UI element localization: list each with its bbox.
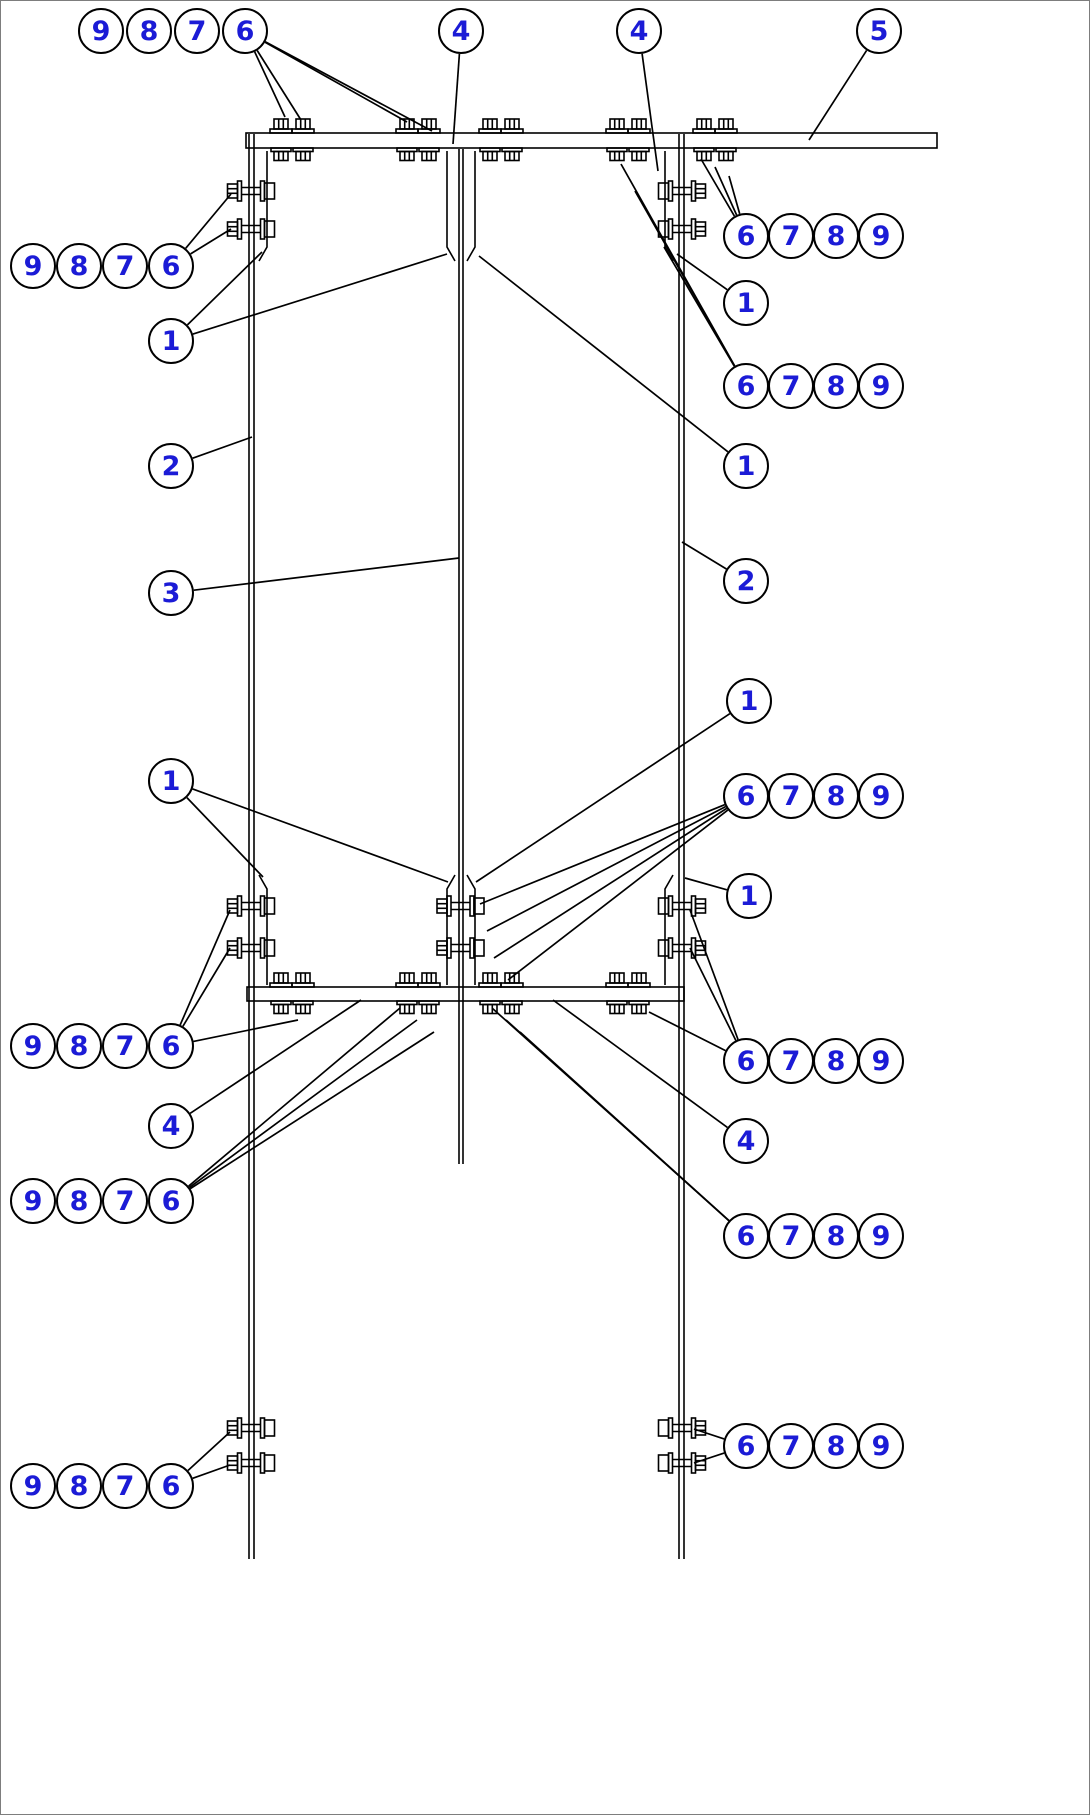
leader-line: [493, 807, 728, 959]
leader-line: [193, 557, 460, 592]
leader-line: [179, 909, 231, 1026]
frame-structure: [226, 118, 938, 1559]
leader-line: [186, 251, 263, 326]
leader-line: [689, 909, 739, 1040]
leader-line: [189, 999, 362, 1115]
leader-line: [186, 797, 264, 878]
gusset-plates: [258, 151, 674, 985]
leader-line: [189, 1031, 435, 1190]
leader-line: [256, 50, 302, 121]
leader-line: [192, 788, 449, 883]
leader-line: [452, 53, 461, 145]
leader-line: [192, 1464, 231, 1480]
leader-line: [182, 947, 231, 1027]
center-member: [458, 149, 464, 1164]
leader-line: [681, 541, 727, 570]
leader-line: [478, 255, 729, 453]
left-rail: [248, 134, 255, 1559]
leader-line: [187, 1431, 231, 1472]
leader-line: [486, 805, 726, 932]
leader-line: [808, 49, 868, 141]
leader-line: [641, 53, 659, 172]
bolt-hardware: [226, 118, 738, 1474]
leader-line: [507, 809, 729, 981]
leader-line: [475, 712, 731, 883]
leader-line: [192, 436, 253, 460]
right-rail: [678, 134, 685, 1559]
leader-line: [519, 1031, 730, 1222]
leader-line: [188, 1007, 401, 1187]
leader-line: [693, 1428, 725, 1440]
leader-lines: [179, 41, 868, 1480]
leader-line: [689, 947, 737, 1041]
leader-line: [193, 1019, 299, 1043]
leader-line: [684, 877, 728, 891]
leader-line: [728, 175, 741, 215]
leader-line: [264, 41, 433, 132]
leader-line: [700, 158, 736, 217]
leader-line: [253, 51, 286, 118]
leader-line: [479, 803, 726, 905]
leader-line: [188, 1019, 418, 1189]
leader-line: [693, 1452, 725, 1464]
leader-line: [185, 193, 232, 249]
top-beam: [245, 132, 938, 149]
bottom-beam: [246, 986, 685, 1002]
leader-line: [192, 253, 448, 335]
leader-line: [714, 166, 738, 216]
leader-line: [190, 228, 232, 255]
leader-line: [648, 1011, 726, 1052]
leader-line: [552, 999, 728, 1129]
leader-line: [663, 246, 736, 367]
leader-line: [264, 41, 408, 123]
leader-line: [676, 253, 728, 291]
